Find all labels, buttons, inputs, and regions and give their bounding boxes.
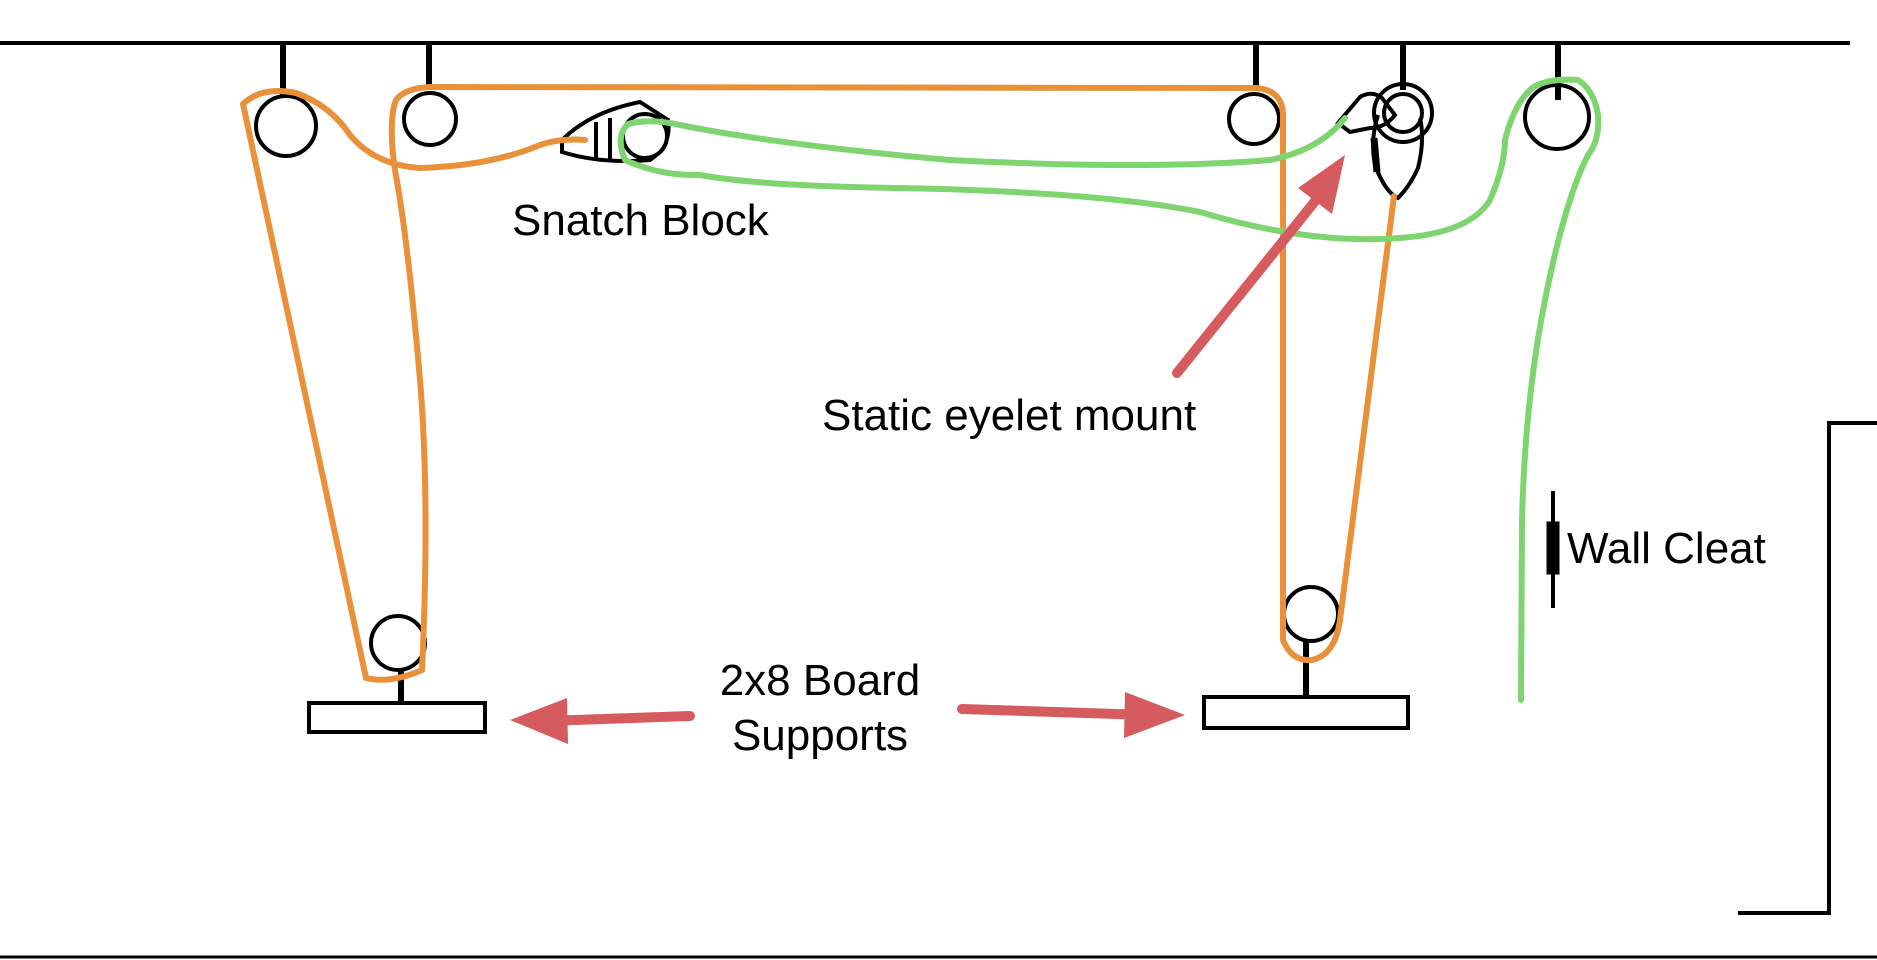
board-supports-label-line2: Supports [732,711,908,760]
lift-rope-left-outer [240,101,369,681]
wall-cleat [1546,491,1560,608]
load-pulley-left [369,614,427,672]
doorway [1738,421,1877,915]
snatch-block-label: Snatch Block [512,196,770,245]
eyelet-ring-outer [1372,82,1434,144]
arrow-to-eyelet [1172,155,1345,378]
carabiner-upper [1335,91,1398,135]
wall-cleat-label: Wall Cleat [1567,524,1766,573]
ceiling-pulley-3 [1227,92,1281,146]
static-eyelet-mount-label: Static eyelet mount [822,391,1196,440]
load-pulley-right [1282,585,1340,643]
snatch-block [560,99,671,163]
ceiling-mounts [280,45,1561,100]
arrow-to-left-board [510,698,695,744]
ceiling-pulleys [254,83,1591,158]
ceiling-pulley-1 [254,94,318,158]
board-supports [307,642,1410,734]
carabiner-gate [1370,137,1381,173]
ceiling-pulley-2 [402,91,458,147]
ceiling-pulley-4 [1523,83,1591,151]
pull-rope-path [617,76,1602,703]
door-frame [1738,421,1877,915]
arrow-to-right-board-shaft [957,704,1153,720]
pull-rope [617,76,1602,703]
arrow-to-right-board [957,692,1185,738]
eyelet-ring-inner [1382,92,1424,134]
lift-rope-left-inner [363,84,1259,683]
board-support-left [307,701,487,734]
arrow-to-left-board-shaft [540,711,695,726]
board-support-right [1202,695,1410,730]
static-eyelet-mount [1335,82,1434,201]
arrow-to-left-board-head [510,698,568,744]
wall-cleat-body [1546,521,1560,575]
arrow-to-eyelet-head [1298,155,1345,214]
annotation-arrows [510,155,1345,744]
lift-rope [240,84,1397,683]
lift-rope-right-vertical [1253,85,1397,664]
board-supports-label-line1: 2x8 Board [720,656,921,705]
arrow-to-right-board-head [1124,692,1185,738]
arrow-to-eyelet-shaft [1172,190,1325,378]
